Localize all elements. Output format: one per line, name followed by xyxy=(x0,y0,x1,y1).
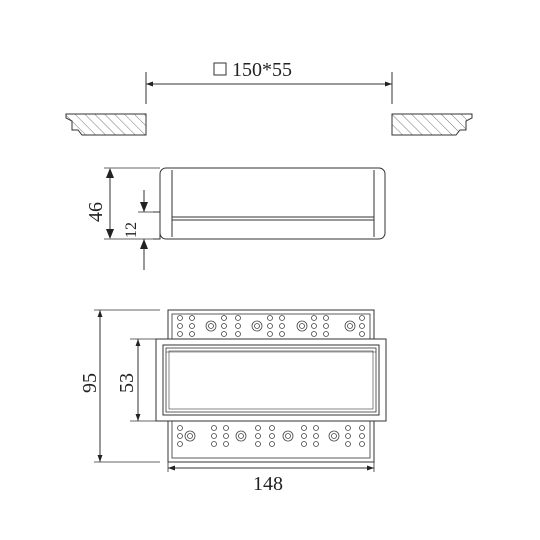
side-view: 46 12 xyxy=(85,167,386,270)
side-height-label: 46 xyxy=(85,202,107,222)
side-lip-label: 12 xyxy=(123,222,140,238)
ceiling-section-right xyxy=(391,113,473,136)
cutout-dimension: 150*55 xyxy=(145,59,393,104)
lower-perforations xyxy=(177,425,365,447)
square-symbol-icon xyxy=(213,62,227,76)
front-width-label: 148 xyxy=(253,473,283,495)
front-view: 95 53 148 xyxy=(79,309,387,495)
front-inner-height-label: 53 xyxy=(116,373,138,393)
upper-perforations xyxy=(177,315,365,337)
ceiling-section-left xyxy=(65,113,147,136)
front-outer-height-label: 95 xyxy=(79,373,101,393)
cutout-label: 150*55 xyxy=(232,59,292,81)
